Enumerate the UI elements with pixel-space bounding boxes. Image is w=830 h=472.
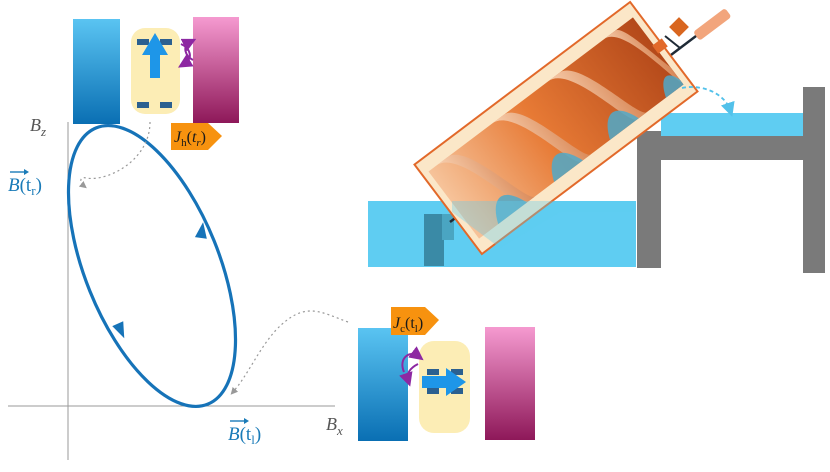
- upper-water-basin: [661, 113, 803, 136]
- field-label-bottom: B(tl): [228, 418, 261, 447]
- svg-text:B(tr): B(tr): [8, 175, 42, 198]
- hot-current-label: Jh(tr): [174, 129, 206, 149]
- water-spill-arrow: [681, 86, 735, 117]
- cold-reservoir-bar-bottom: [358, 328, 408, 441]
- hot-current-arrow: [171, 123, 222, 150]
- orbit-arrow-down: [112, 321, 125, 339]
- inset-cold-contact: Jc(tl): [358, 307, 535, 441]
- hot-reservoir-bar-top: [193, 17, 239, 123]
- swap-arrow-bottom: [401, 346, 424, 373]
- x-axis-label: Bx: [326, 414, 343, 438]
- field-label-top: B(tr): [8, 169, 42, 198]
- cold-reservoir-bar-top: [73, 19, 120, 124]
- spin-up-arrow: [142, 33, 168, 78]
- dotted-leader-bottom: [230, 310, 349, 395]
- magnetization-orbit: [66, 123, 238, 409]
- crank-hub: [669, 17, 689, 37]
- screw-blade: [436, 154, 535, 204]
- support-post-right: [803, 87, 825, 273]
- svg-text:B(tl): B(tl): [228, 424, 261, 447]
- z-axis-label: Bz: [30, 115, 46, 139]
- spin-right-arrow: [422, 368, 466, 396]
- screw-base-post: [424, 214, 444, 266]
- cold-current-label: Jc(tl): [393, 315, 423, 335]
- hot-reservoir-bar-bottom: [485, 327, 535, 440]
- inset-hot-contact: Jh(tr): [73, 17, 239, 150]
- screw-blade: [492, 112, 591, 162]
- screw-blade: [548, 70, 647, 120]
- orbit-arrow-up: [194, 222, 207, 239]
- screw-blade: [604, 30, 683, 83]
- crank-joint: [652, 38, 668, 54]
- support-beam: [661, 136, 803, 160]
- support-post-left: [637, 131, 661, 268]
- archimedes-screw-scene: [368, 0, 825, 273]
- crank-handle: [694, 9, 731, 40]
- cold-current-arrow: [391, 307, 439, 335]
- dotted-leader-top: [78, 121, 151, 189]
